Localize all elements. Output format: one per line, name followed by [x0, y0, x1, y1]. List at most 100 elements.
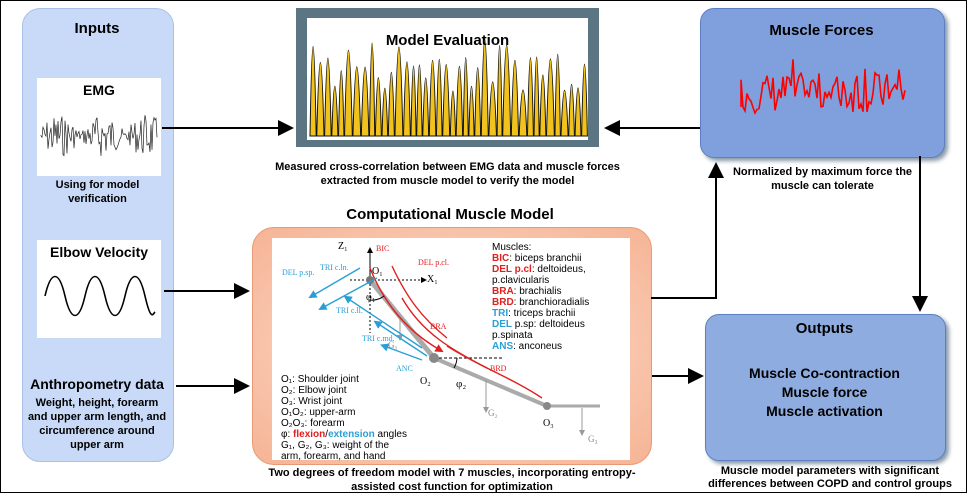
phi1-label: φ₁	[366, 292, 376, 303]
sine-wave	[44, 275, 156, 317]
delpcl-label: DEL p.cl.	[418, 258, 450, 267]
eval-peak	[381, 87, 389, 137]
eval-peak	[435, 59, 443, 137]
eval-peak	[574, 87, 582, 137]
outputs-box	[705, 314, 946, 461]
legend-heading: Muscles:	[492, 242, 532, 253]
legend-item: BRD: branchioradialis	[492, 297, 590, 308]
eval-peak	[560, 89, 569, 137]
anthropometry-title: Anthropometry data	[30, 376, 164, 392]
elbow-velocity-image	[37, 240, 161, 338]
joint-line-2: O₂: Elbow joint	[281, 385, 347, 396]
brd-label: BRD	[490, 364, 507, 373]
eval-peak	[554, 54, 561, 137]
arm-diagram	[308, 247, 600, 436]
eval-peak	[368, 42, 376, 137]
emg-caption: Using for model verification	[55, 179, 140, 205]
tricll-label: TRI c.ll.	[336, 306, 363, 315]
delpcl-line	[391, 265, 448, 339]
joint-line-5: O₂O₃: forearm	[281, 418, 345, 429]
eval-peak	[324, 57, 332, 137]
forearm-segment	[433, 356, 548, 408]
evaluation-caption: Measured cross-correlation between EMG d…	[275, 161, 620, 187]
g3-label: G₃	[588, 434, 598, 444]
eval-peak	[581, 63, 588, 137]
eval-peak	[502, 44, 512, 137]
model-evaluation-box	[296, 8, 599, 147]
eval-peak	[374, 77, 382, 137]
legend-item: ANS: anconeus	[492, 341, 563, 352]
legend-item: DEL p.cl: deltoideus,	[492, 264, 586, 275]
eval-peak	[518, 89, 528, 137]
eval-peak	[331, 85, 339, 137]
joint-line-7: G₁, G₂, G₃: weight of the	[281, 440, 390, 451]
tricln-line	[318, 277, 378, 311]
eval-peak	[462, 57, 469, 137]
eval-peak	[402, 61, 411, 137]
eval-peak	[352, 66, 362, 137]
force-trace	[740, 59, 906, 115]
eval-peak	[338, 70, 345, 137]
eval-peak	[539, 74, 547, 137]
tricmd-line	[373, 320, 428, 357]
delpsp-line	[308, 267, 361, 299]
eval-peak	[468, 85, 475, 137]
eval-peak	[449, 90, 457, 137]
joint-line-3: O₃: Wrist joint	[281, 396, 343, 407]
eval-peak	[416, 64, 423, 137]
tricll-line	[343, 295, 423, 349]
eval-peak	[533, 56, 540, 137]
eval-peak	[474, 67, 482, 137]
eval-peak	[496, 45, 503, 137]
legend-item: BIC: biceps branchii	[492, 253, 582, 264]
output-cocontraction: Muscle Co-contraction	[749, 365, 900, 381]
anc-line	[380, 343, 423, 361]
legend-item: BRA: brachialis	[492, 286, 562, 297]
axis-x-label: X₁	[427, 274, 438, 285]
emg-image	[37, 78, 161, 176]
joint-o2	[429, 353, 439, 363]
tricln-label: TRI c.ln.	[320, 263, 349, 272]
evaluation-title: Model Evaluation	[385, 32, 510, 49]
eval-peak	[568, 83, 575, 137]
legend-item: p.spinata	[492, 330, 533, 341]
eval-peak	[344, 49, 353, 137]
o3-label: O₃	[543, 418, 554, 429]
o2-label: O₂	[420, 376, 431, 387]
eval-peak	[510, 60, 520, 137]
elbow-velocity-label: Elbow Velocity	[49, 244, 149, 260]
joint-o1	[366, 276, 374, 284]
joint-legend: O₁: Shoulder joint O₂: Elbow joint O₃: W…	[281, 374, 431, 462]
output-muscle-force: Muscle force	[781, 384, 868, 400]
bic-line	[369, 267, 444, 353]
eval-peak	[316, 62, 325, 137]
joint-line-4: O₁O₂: upper-arm	[281, 407, 356, 418]
emg-signal	[40, 115, 158, 157]
muscle-forces-caption: Normalized by maximum force the muscle c…	[732, 166, 913, 192]
inputs-title: Inputs	[74, 20, 120, 37]
bic-label: BIC	[376, 244, 390, 253]
eval-peak	[480, 38, 489, 137]
tricmd-label: TRI c.md.	[362, 334, 395, 343]
anthropometry-caption: Weight, height, forearm and upper arm le…	[27, 397, 167, 451]
delpsp-label: DEL p.sp.	[282, 268, 315, 277]
eval-peak	[428, 60, 437, 137]
eval-peak	[387, 71, 395, 137]
emg-label: EMG	[83, 82, 115, 98]
phi2-label: φ₂	[456, 378, 467, 390]
g2-label: G₂	[488, 408, 498, 418]
joint-line-1: O₁: Shoulder joint	[281, 374, 359, 385]
joint-line-8: arm, forearm, and hand	[281, 451, 386, 462]
eval-peak	[442, 63, 451, 137]
arrow-model-to-forces	[651, 162, 724, 299]
model-title: Computational Muscle Model	[346, 206, 554, 223]
eval-peak	[422, 77, 430, 137]
evaluation-chart	[307, 18, 588, 140]
muscle-forces-title: Muscle Forces	[769, 22, 874, 39]
brd-line	[446, 345, 543, 399]
eval-peak	[488, 81, 498, 137]
g1-label: G₁	[388, 340, 398, 350]
